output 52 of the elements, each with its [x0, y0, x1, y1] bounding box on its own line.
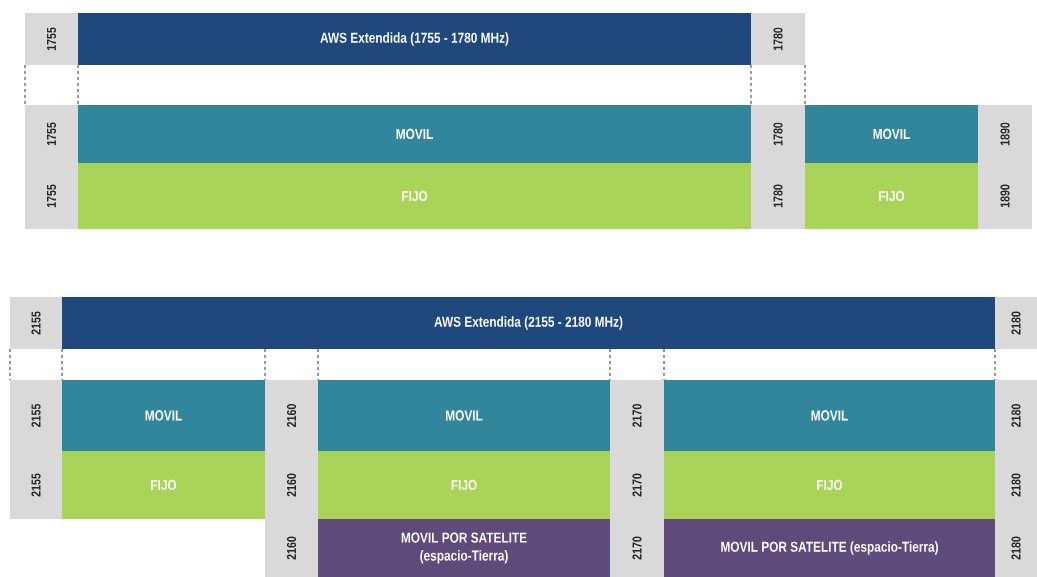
node-label: 2180: [1011, 536, 1021, 560]
frequency-cell: 2160: [265, 380, 318, 451]
node-label: 2170: [632, 404, 642, 427]
node-label: 1780: [773, 122, 783, 146]
frequency-cell: 2160: [265, 451, 318, 519]
frequency-cell: 1755: [25, 105, 78, 163]
frequency-cell: 1780: [751, 13, 805, 65]
frequency-cell: 1890: [978, 105, 1032, 163]
frequency-cell: 1755: [25, 163, 78, 229]
node-label: 1890: [1000, 122, 1010, 146]
frequency-cell: 1780: [751, 105, 805, 163]
node-label: 2155: [31, 403, 41, 427]
frequency-cell: 2180: [995, 519, 1037, 577]
frequency-cell: 1780: [751, 163, 805, 229]
band-block: FIJO: [62, 451, 265, 519]
band-block: AWS Extendida (2155 - 2180 MHz): [62, 297, 995, 349]
band-block: MOVIL: [318, 380, 610, 451]
frequency-cell: 2170: [610, 380, 664, 451]
node-label: 2170: [632, 473, 642, 497]
node-label: 2180: [1011, 473, 1021, 497]
node-label: 1780: [773, 184, 783, 208]
node-label: 2160: [286, 536, 297, 560]
frequency-cell: 2155: [10, 297, 62, 349]
band-block: FIJO: [78, 163, 751, 229]
frequency-cell: 2180: [995, 380, 1037, 451]
node-label: 1755: [47, 122, 57, 146]
frequency-cell: 2180: [995, 297, 1037, 349]
band-block: MOVIL POR SATELITE (espacio-Tierra): [664, 519, 995, 577]
frequency-cell: 2155: [10, 451, 62, 519]
node-label: 2180: [1011, 404, 1021, 427]
node-label: 2170: [632, 536, 642, 560]
node-label: 2155: [31, 473, 41, 497]
frequency-cell: 2180: [995, 451, 1037, 519]
frequency-cell: 1890: [978, 163, 1032, 229]
frequency-cell: 2170: [610, 519, 664, 577]
node-label: 1890: [1000, 184, 1010, 208]
band-block: FIJO: [318, 451, 610, 519]
frequency-cell: 2160: [265, 519, 318, 577]
band-block: FIJO: [664, 451, 995, 519]
band-block: AWS Extendida (1755 - 1780 MHz): [78, 13, 751, 65]
band-block: FIJO: [805, 163, 978, 229]
node-label: 2160: [286, 404, 297, 427]
band-block: MOVIL POR SATELITE (espacio-Tierra): [318, 519, 610, 577]
frequency-cell: 2170: [610, 451, 664, 519]
frequency-cell: 2155: [10, 380, 62, 451]
band-block: MOVIL: [805, 105, 978, 163]
node-label: 2160: [286, 473, 297, 497]
band-block: MOVIL: [62, 380, 265, 451]
frequency-cell: 1755: [25, 13, 78, 65]
band-block: MOVIL: [664, 380, 995, 451]
node-label: 1755: [47, 184, 57, 208]
band-block: MOVIL: [78, 105, 751, 163]
